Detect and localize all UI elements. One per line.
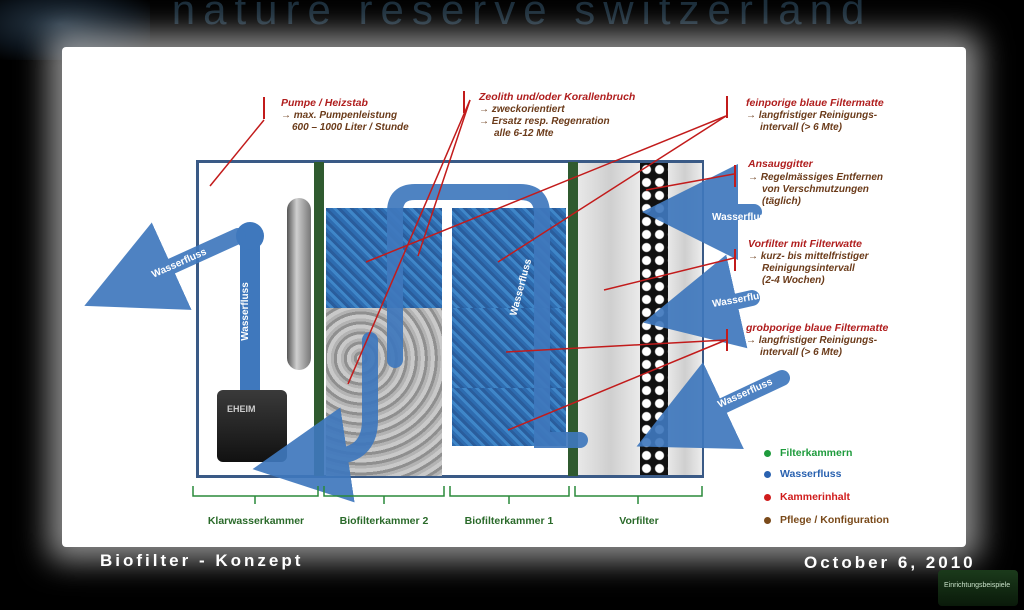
legend-dot xyxy=(764,517,771,524)
flow-arrow-out xyxy=(84,222,246,310)
annotation-tick xyxy=(726,329,728,351)
pointer-line xyxy=(645,173,735,191)
chamber-divider xyxy=(568,162,578,476)
annotation-line: → max. Pumpenleistung xyxy=(281,110,398,121)
annotation-line: 600 – 1000 Liter / Stunde xyxy=(292,122,409,133)
chamber-brace xyxy=(574,486,703,504)
annotation-tick xyxy=(263,97,265,119)
flow-arrow-in-3 xyxy=(636,362,790,449)
site-logo-text: Einrichtungsbeispiele xyxy=(944,582,1011,589)
flow-label: Wasserfluss xyxy=(712,212,771,223)
pointer-line xyxy=(497,115,727,263)
annotation-line: intervall (> 6 Mte) xyxy=(760,347,842,358)
annotation-tick xyxy=(734,165,736,187)
chamber-divider xyxy=(314,162,324,476)
annotation-tick xyxy=(726,96,728,118)
annotation-title: feinporige blaue Filtermatte xyxy=(746,97,884,109)
pointer-line xyxy=(417,99,471,257)
flow-arrow-in-2 xyxy=(643,254,760,349)
site-logo: Einrichtungsbeispiele xyxy=(938,570,1018,606)
heater xyxy=(287,198,311,370)
annotation-line: → zweckorientiert xyxy=(479,104,565,115)
chamber-brace xyxy=(323,486,445,504)
annotation-line: → langfristiger Reinigungs- xyxy=(746,335,878,346)
legend-label: Pflege / Konfiguration xyxy=(780,514,890,526)
flow-arrow-bio2 xyxy=(252,332,378,503)
flow-label: Wasserfluss xyxy=(239,282,251,341)
annotation-line: → kurz- bis mittelfristiger xyxy=(748,251,869,262)
annotation-line: (täglich) xyxy=(762,196,801,207)
chamber-label: Biofilterkammer 1 xyxy=(464,515,554,527)
pointer-line xyxy=(347,99,471,385)
annotation-line: (2-4 Wochen) xyxy=(762,275,825,286)
legend-dot xyxy=(764,494,771,501)
annotation-line: → langfristiger Reinigungs- xyxy=(746,110,878,121)
pointer-line xyxy=(603,257,735,291)
legend-dot xyxy=(764,471,771,478)
annotation-title: Vorfilter mit Filterwatte xyxy=(748,238,862,250)
legend-dot xyxy=(764,450,771,457)
annotation-line: alle 6-12 Mte xyxy=(494,128,554,139)
pointer-line xyxy=(209,119,265,187)
annotation-line: Reinigungsintervall xyxy=(762,263,855,274)
legend-label: Wasserfluss xyxy=(780,468,842,480)
annotation-title: Pumpe / Heizstab xyxy=(281,97,368,109)
chamber-label: Klarwasserkammer xyxy=(207,515,305,527)
legend-label: Kammerinhalt xyxy=(780,491,851,503)
pointer-line xyxy=(507,339,727,431)
annotation-title: Ansauggitter xyxy=(748,158,813,170)
annotation-line: → Regelmässiges Entfernen xyxy=(748,172,884,183)
annotation-line: von Verschmutzungen xyxy=(762,184,869,195)
pump-pipe xyxy=(240,236,260,396)
chamber-brace xyxy=(449,486,570,504)
slide-date: October 6, 2010 xyxy=(804,553,976,572)
pump-brand: EHEIM xyxy=(227,404,256,414)
chamber-brace xyxy=(192,486,319,504)
slide-title: Biofilter - Konzept xyxy=(100,551,304,570)
chamber-label: Vorfilter xyxy=(619,515,659,527)
pointer-line xyxy=(505,339,727,353)
annotation-tick xyxy=(463,91,465,113)
annotation-title: grobporige blaue Filtermatte xyxy=(746,322,889,334)
filter-wool xyxy=(578,163,642,475)
chamber-label: Biofilterkammer 2 xyxy=(339,515,429,527)
annotation-tick xyxy=(734,249,736,271)
legend-label: Filterkammern xyxy=(780,447,853,459)
annotation-title: Zeolith und/oder Korallenbruch xyxy=(479,91,636,103)
filter-mat-fine-2 xyxy=(326,208,442,308)
flow-arrow-bio1 xyxy=(387,184,588,448)
pointer-line xyxy=(365,115,727,263)
annotation-line: intervall (> 6 Mte) xyxy=(760,122,842,133)
annotation-line: → Ersatz resp. Regenration xyxy=(479,116,610,127)
